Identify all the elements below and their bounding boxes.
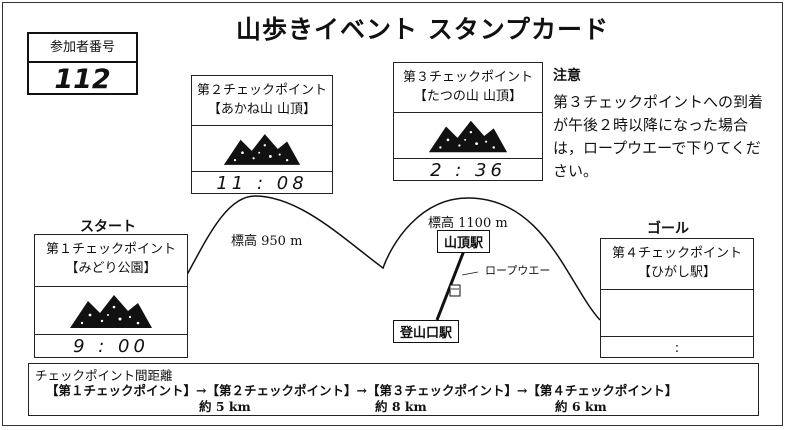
participant-label: 参加者番号 [29, 34, 136, 63]
checkpoint-2-box: 第２チェックポイント 【あかね山 山頂】 11 : 08 [191, 75, 333, 194]
elevation-tatsuno: 標高 1100 m [428, 216, 508, 231]
notice-body: 第３チェックポイントへの到着が午後２時以降になった場合は，ロープウエーで下りてく… [553, 93, 764, 180]
checkpoint-3-box: 第３チェックポイント 【たつの山 山頂】 2 : 36 [393, 62, 543, 181]
checkpoint-place: 【ひがし駅】 [637, 265, 716, 280]
card-frame [2, 2, 783, 426]
distance-panel: チェックポイント間距離 【第１チェックポイント】→【第２チェックポイント】→【第… [28, 363, 759, 416]
participant-number: 112 [54, 64, 111, 95]
checkpoint-time: 9 : 00 [73, 336, 149, 357]
checkpoint-place: 【みどり公園】 [65, 261, 157, 276]
distance-route: 【第１チェックポイント】→【第２チェックポイント】→【第３チェックポイント】→【… [46, 383, 678, 398]
checkpoint-name: 第２チェックポイント [196, 83, 327, 98]
mountain-stamp-icon [223, 133, 301, 165]
gondola-icon [449, 284, 461, 297]
base-station-label: 登山口駅 [393, 320, 460, 343]
checkpoint-4-box: 第４チェックポイント 【ひがし駅】 : [600, 238, 754, 358]
elevation-akane: 標高 950 m [231, 234, 303, 249]
checkpoint-time: : [674, 341, 680, 356]
checkpoint-time: 2 : 36 [430, 160, 506, 181]
checkpoint-place: 【たつの山 山頂】 [413, 89, 523, 104]
mountain-stamp-icon [428, 120, 508, 152]
checkpoint-1-box: 第１チェックポイント 【みどり公園】 9 : 00 [34, 234, 188, 358]
card-title: 山歩きイベント スタンプカード [236, 15, 609, 44]
checkpoint-time: 11 : 08 [216, 173, 308, 194]
checkpoint-name: 第１チェックポイント [45, 242, 176, 257]
stamp-area-empty [601, 290, 753, 337]
goal-label: ゴール [647, 221, 689, 237]
checkpoint-name: 第３チェックポイント [402, 70, 533, 85]
stamp-area [192, 126, 332, 172]
ropeway-label: ロープウエー [485, 264, 551, 277]
checkpoint-name: 第４チェックポイント [611, 246, 742, 261]
stamp-area [35, 287, 187, 335]
distance-segment-1: 約 5 km [199, 399, 251, 414]
notice: 注意 第３チェックポイントへの到着が午後２時以降になった場合は，ロープウエーで下… [553, 65, 773, 183]
distance-title: チェックポイント間距離 [35, 368, 173, 383]
stamp-area [394, 113, 542, 159]
participant-box: 参加者番号 112 [27, 32, 138, 95]
mountain-stamp-icon [70, 294, 152, 328]
ropeway-line [435, 247, 467, 321]
checkpoint-place: 【あかね山 山頂】 [207, 102, 317, 117]
distance-segment-3: 約 6 km [555, 399, 607, 414]
summit-station-label: 山頂駅 [437, 230, 491, 253]
distance-segment-2: 約 8 km [375, 399, 427, 414]
notice-heading: 注意 [553, 68, 581, 84]
start-label: スタート [80, 219, 136, 235]
